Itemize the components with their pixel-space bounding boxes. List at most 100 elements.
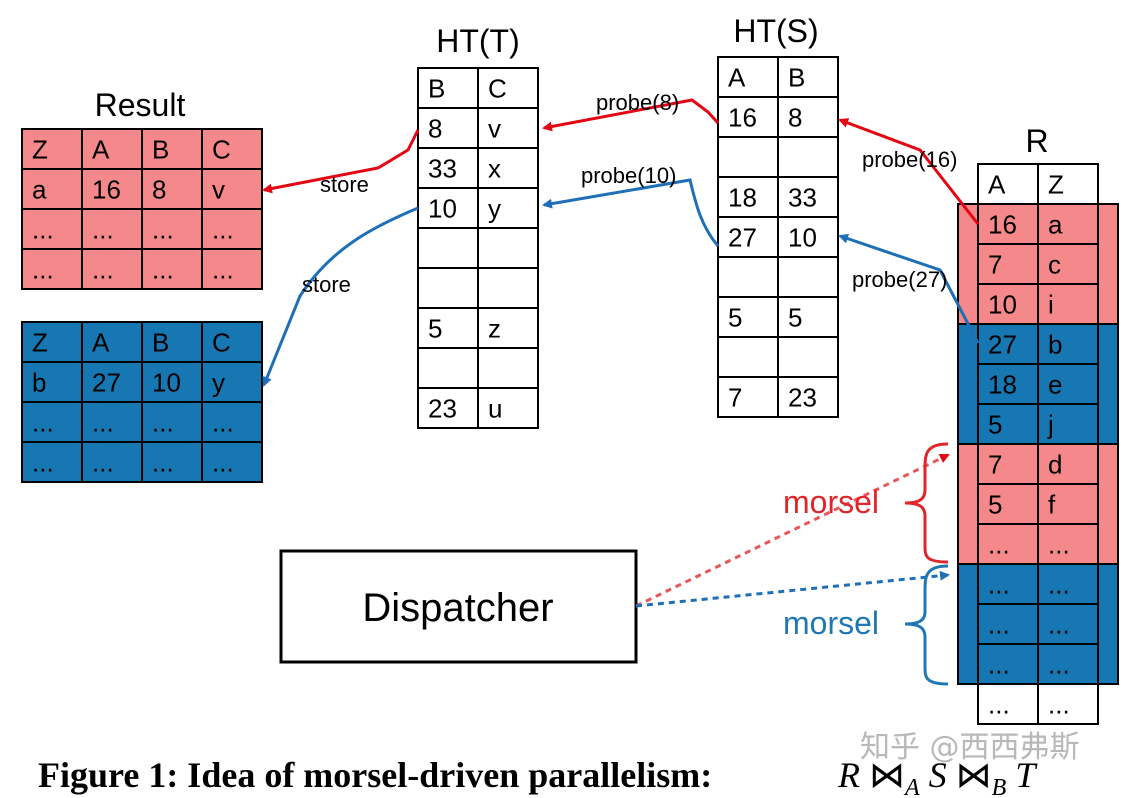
ht-t-cell — [417, 387, 479, 429]
r-cell — [977, 403, 1039, 445]
ht-t-cell — [477, 227, 539, 269]
probe-10-label: probe(10) — [581, 163, 676, 188]
result-blue-cell — [201, 441, 263, 483]
r-cell-text: 7 — [988, 249, 1002, 279]
r-cell — [1037, 283, 1099, 325]
r-cell — [977, 523, 1039, 565]
r-cell — [1037, 403, 1099, 445]
ht-s-cell — [717, 136, 779, 178]
ht-s-cell-text: 16 — [728, 102, 757, 132]
formula-r: R — [837, 755, 860, 795]
ht-s-cell — [777, 96, 839, 138]
r-cell-text: 18 — [988, 369, 1017, 399]
result-red-cell — [21, 168, 83, 210]
r-cell — [1037, 323, 1099, 365]
ht-s-cell-text: 7 — [728, 382, 742, 412]
probe-27-label: probe(27) — [852, 267, 947, 292]
result-red-cell — [201, 168, 263, 210]
result-blue-cell — [81, 361, 143, 403]
result-red-cell — [81, 128, 143, 170]
result-blue-cell-text: A — [92, 327, 110, 357]
store-blue-arrow — [262, 206, 419, 387]
r-cell — [1037, 163, 1099, 205]
result-blue-cell — [21, 321, 83, 363]
result-red-cell — [201, 248, 263, 290]
ht-t-cell — [477, 147, 539, 189]
r-title: R — [1025, 123, 1048, 159]
formula-sub-a: A — [903, 775, 920, 798]
result-blue-cell-text: Z — [32, 327, 48, 357]
r-cell-text: 10 — [988, 289, 1017, 319]
r-cell-text: 27 — [988, 329, 1017, 359]
ht-t-cell — [477, 387, 539, 429]
ht-t-cell-text: 8 — [428, 113, 442, 143]
ht-s-cell — [777, 376, 839, 418]
ht-s-cell — [777, 296, 839, 338]
r-cell — [1037, 443, 1099, 485]
ht-s-cell — [777, 256, 839, 298]
r-cell-text: ... — [988, 689, 1010, 719]
r-cell — [1037, 683, 1099, 725]
ht-s-cell-text: 5 — [788, 302, 802, 332]
ht-t-cell — [417, 107, 479, 149]
r-cell — [1037, 243, 1099, 285]
result-red-cell-text: ... — [32, 214, 54, 244]
result-blue-cell — [21, 441, 83, 483]
result-blue-cell-text: ... — [92, 407, 114, 437]
formula-join-b: ⋈ — [947, 755, 992, 795]
r-cell-text: a — [1048, 209, 1063, 239]
r-cell — [1037, 483, 1099, 525]
r-cell-text: ... — [988, 569, 1010, 599]
ht-t-cell-text: v — [488, 113, 501, 143]
ht-t-cell — [417, 147, 479, 189]
r-cell-text: i — [1048, 289, 1054, 319]
morsel-red-brace — [904, 442, 949, 564]
r-cell — [1037, 363, 1099, 405]
result-red-cell-text: B — [152, 134, 169, 164]
result-blue-cell — [201, 361, 263, 403]
store-red-label: store — [320, 172, 369, 197]
dispatcher-label: Dispatcher — [362, 586, 553, 630]
result-red-cell — [141, 168, 203, 210]
morsel-red-label: morsel — [783, 484, 879, 520]
ht-s-cell — [717, 96, 779, 138]
result-red-cell — [141, 128, 203, 170]
r-cell-text: b — [1048, 329, 1062, 359]
ht-s-cell — [717, 56, 779, 98]
ht-s-cell-text: A — [728, 62, 746, 92]
ht-s-cell — [777, 216, 839, 258]
r-cell-text: d — [1048, 449, 1062, 479]
dispatcher-box — [279, 549, 638, 664]
ht-s-cell-text: 18 — [728, 182, 757, 212]
ht-s-cell-text: 33 — [788, 182, 817, 212]
r-cell — [977, 483, 1039, 525]
result-red-cell-text: C — [212, 134, 231, 164]
result-blue-cell-text: ... — [212, 447, 234, 477]
r-cell-text: A — [988, 169, 1006, 199]
result-blue-cell-text: ... — [92, 447, 114, 477]
ht-t-cell-text: x — [488, 153, 501, 183]
ht-t-cell-text: u — [488, 393, 502, 423]
r-cell-text: 7 — [988, 449, 1002, 479]
ht-t-cell-text: y — [488, 193, 501, 223]
r-cell-text: c — [1048, 249, 1061, 279]
result-blue-cell-text: b — [32, 367, 46, 397]
figure-caption: Figure 1: Idea of morsel-driven parallel… — [38, 755, 712, 795]
result-red-cell-text: A — [92, 134, 110, 164]
result-red-cell-text: ... — [32, 254, 54, 284]
result-red-cell-text: ... — [212, 254, 234, 284]
ht-t-cell-text: 33 — [428, 153, 457, 183]
probe-8-label: probe(8) — [596, 90, 679, 115]
r-cell-text: ... — [1048, 689, 1070, 719]
r-cell — [977, 243, 1039, 285]
result-blue-cell — [21, 401, 83, 443]
ht-t-cell-text: C — [488, 73, 507, 103]
ht-t-cell — [417, 227, 479, 269]
ht-t-cell-text: z — [488, 313, 501, 343]
r-cell — [977, 443, 1039, 485]
result-red-cell-text: Z — [32, 134, 48, 164]
ht-t-cell — [477, 267, 539, 309]
